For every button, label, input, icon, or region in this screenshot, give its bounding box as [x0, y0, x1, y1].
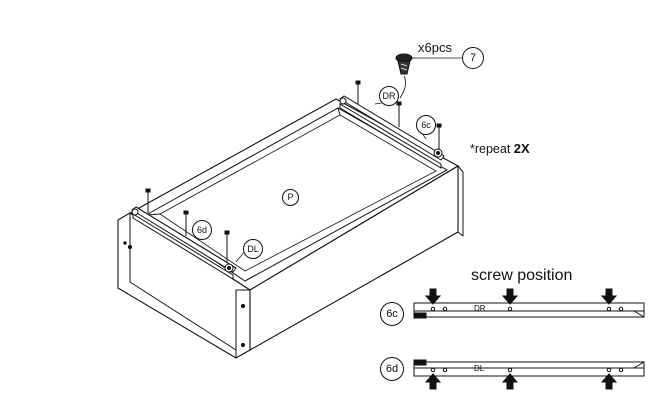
detail-6c-callout: 6c	[416, 115, 436, 135]
arrow-down-icon	[501, 288, 519, 305]
arrow-up-icon	[501, 373, 519, 390]
arrow-up-icon	[600, 373, 618, 390]
right-drawer-rail	[339, 80, 445, 169]
repeat-note: *repeat 2X	[470, 142, 530, 156]
screw-position-title: screw position	[471, 267, 573, 284]
detail-6c-rail	[413, 288, 645, 319]
detail-6c-badge: 6c	[380, 302, 404, 326]
rail-dr-callout: DR	[379, 86, 399, 106]
step-number-badge: 7	[462, 47, 484, 69]
panel-p-callout: P	[282, 189, 299, 206]
repeat-prefix: *repeat	[470, 142, 511, 156]
arrow-down-icon	[424, 288, 442, 305]
detail-6d-rail	[413, 359, 645, 390]
repeat-count: 2X	[513, 141, 530, 156]
detail-6d-badge: 6d	[380, 357, 404, 381]
detail-6d-rail-label: DL	[474, 364, 485, 373]
arrow-down-icon	[600, 288, 618, 305]
arrow-up-icon	[424, 373, 442, 390]
left-drawer-rail	[131, 188, 237, 280]
detail-6c-rail-label: DR	[474, 304, 486, 313]
detail-6d-callout: 6d	[192, 220, 212, 240]
screw-part-illustration	[395, 53, 462, 99]
screw-quantity-label: x6pcs	[418, 40, 452, 55]
rail-dl-callout: DL	[243, 239, 263, 259]
